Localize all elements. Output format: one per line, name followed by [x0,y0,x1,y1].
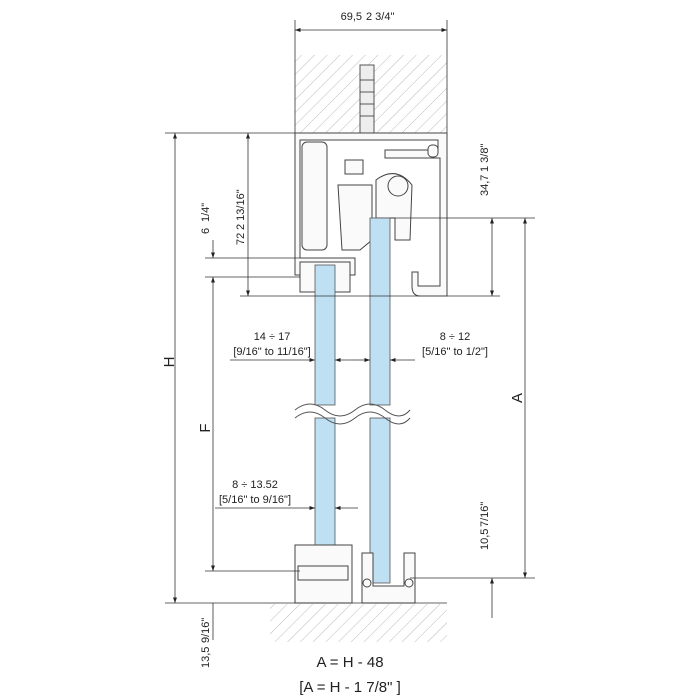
dim-width-inch: 2 3/4" [366,11,394,23]
glass-left-top-range-inch: [9/16" to 11/16"] [233,346,310,358]
dim-h-label: H [161,357,178,368]
formula-imperial: [A = H - 1 7/8" ] [299,679,401,696]
dim-72-inch: 2 13/16" [235,189,247,230]
dim-34-inch: 1 3/8" [479,144,491,172]
bottom-guide-profile [294,544,416,604]
dim-13-value: 13,5 [200,647,212,668]
formula-metric: A = H - 48 [316,654,383,671]
dim-10-value: 10,5 [479,529,491,550]
glass-panel-sliding-lower [369,417,391,584]
break-line [294,403,411,417]
glass-panel-fixed-lower [314,417,336,554]
anchor-bolt [359,64,375,134]
dim-10-inch: 7/16" [479,502,491,527]
dim-width-value: 69,5 [341,11,362,23]
dim-13-inch: 9/16" [200,618,212,643]
glass-left-top-range: 14 ÷ 17 [254,331,291,343]
glass-left-bottom-range: 8 ÷ 13.52 [232,479,278,491]
dim-a-label: A [509,393,526,403]
glass-right-range-inch: [5/16" to 1/2"] [422,346,488,358]
dim-6-inch: 1/4" [200,203,212,222]
floor-hatch [270,604,447,642]
dim-f-label: F [197,423,214,432]
dim-34-value: 34,7 [479,175,491,196]
glass-left-bottom-range-inch: [5/16" to 9/16"] [219,494,291,506]
glass-panel-fixed [314,264,336,406]
glass-panel-sliding [369,217,391,406]
dim-6-value: 6 [200,228,212,234]
glass-right-range: 8 ÷ 12 [440,331,471,343]
dim-72-value: 72 [235,233,247,245]
